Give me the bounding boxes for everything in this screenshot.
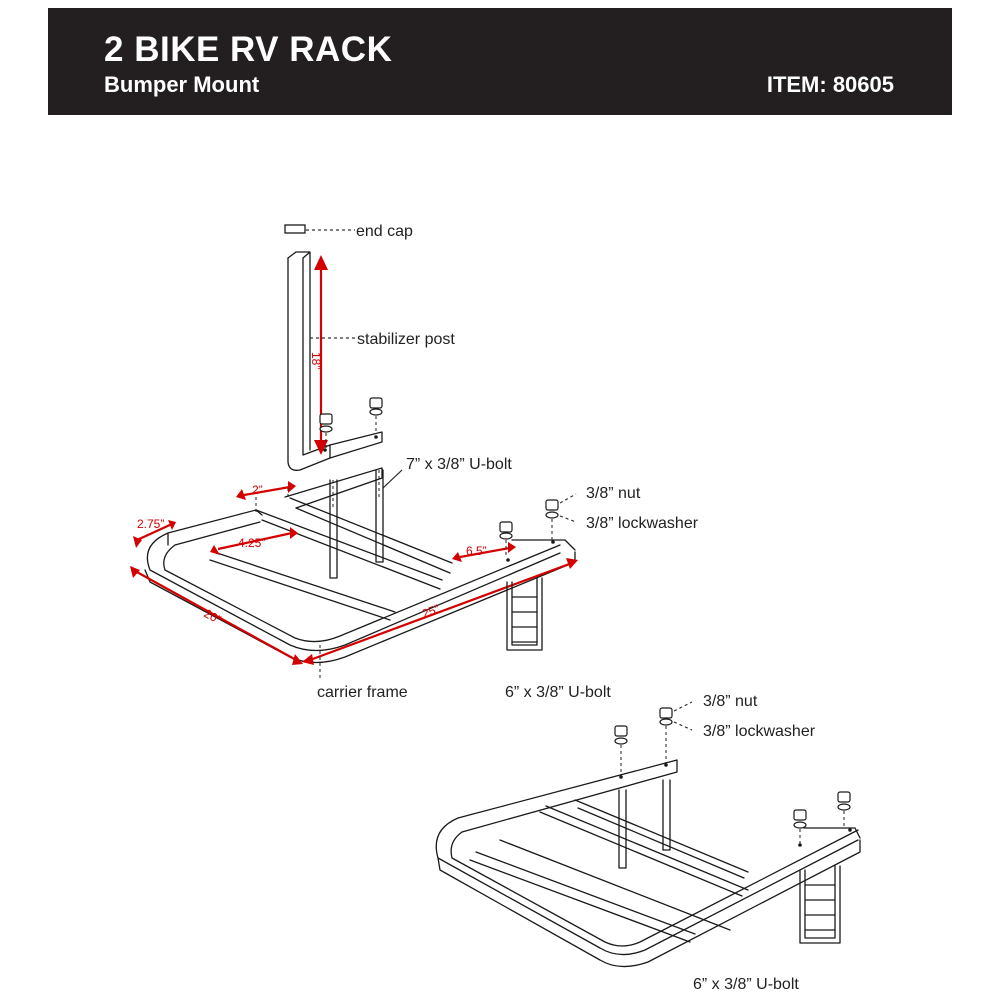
product-subtitle: Bumper Mount xyxy=(104,72,260,97)
post-nut-left xyxy=(319,413,333,448)
label-ubolt-7: 7” x 3/8” U-bolt xyxy=(406,456,512,473)
ubolt-7-leader xyxy=(382,469,403,489)
lower-nut-2 xyxy=(659,707,673,764)
title-banner: 2 BIKE RV RACK Bumper Mount ITEM: 80605 xyxy=(48,8,952,115)
lower-nut-3 xyxy=(793,809,807,844)
stabilizer-post xyxy=(284,224,383,471)
ubolt-6-inch-lower xyxy=(799,865,841,944)
nut-leaders-bottom xyxy=(673,701,693,731)
lower-nut-4 xyxy=(837,791,851,828)
dim-4-25: 4.25” xyxy=(238,536,265,550)
dim-post-height: 18” xyxy=(309,352,323,369)
label-end-cap: end cap xyxy=(356,223,413,240)
label-nut-bottom: 3/8” nut xyxy=(703,693,758,710)
ubolt-6-inch-upper xyxy=(506,577,543,651)
label-lockwasher-bottom: 3/8” lockwasher xyxy=(703,723,816,740)
dim-25: 25” xyxy=(420,602,441,621)
label-ubolt-6-bottom: 6” x 3/8” U-bolt xyxy=(693,976,799,993)
dim-2: 2” xyxy=(252,483,263,497)
carrier-frame xyxy=(144,467,576,664)
label-nut-top: 3/8” nut xyxy=(586,485,641,502)
label-lockwasher-top: 3/8” lockwasher xyxy=(586,515,699,532)
ubolt-7-lower xyxy=(618,779,671,869)
product-title: 2 BIKE RV RACK xyxy=(104,30,393,69)
carrier-frame-lower xyxy=(435,759,861,968)
item-number: ITEM: 80605 xyxy=(766,72,894,97)
label-stabilizer-post: stabilizer post xyxy=(357,331,455,348)
post-nut-right xyxy=(369,397,383,434)
nut-leaders-top xyxy=(559,493,577,523)
frame-dimension-arrows xyxy=(130,481,578,680)
dim-6-5: 6.5” xyxy=(466,544,487,558)
label-carrier-frame: carrier frame xyxy=(317,684,408,701)
frame-nut-left xyxy=(499,521,513,558)
dim-2-75: 2.75” xyxy=(137,517,164,531)
lower-nut-1 xyxy=(614,725,628,776)
label-ubolt-6-top: 6” x 3/8” U-bolt xyxy=(505,684,611,701)
frame-nut-right xyxy=(545,499,559,540)
